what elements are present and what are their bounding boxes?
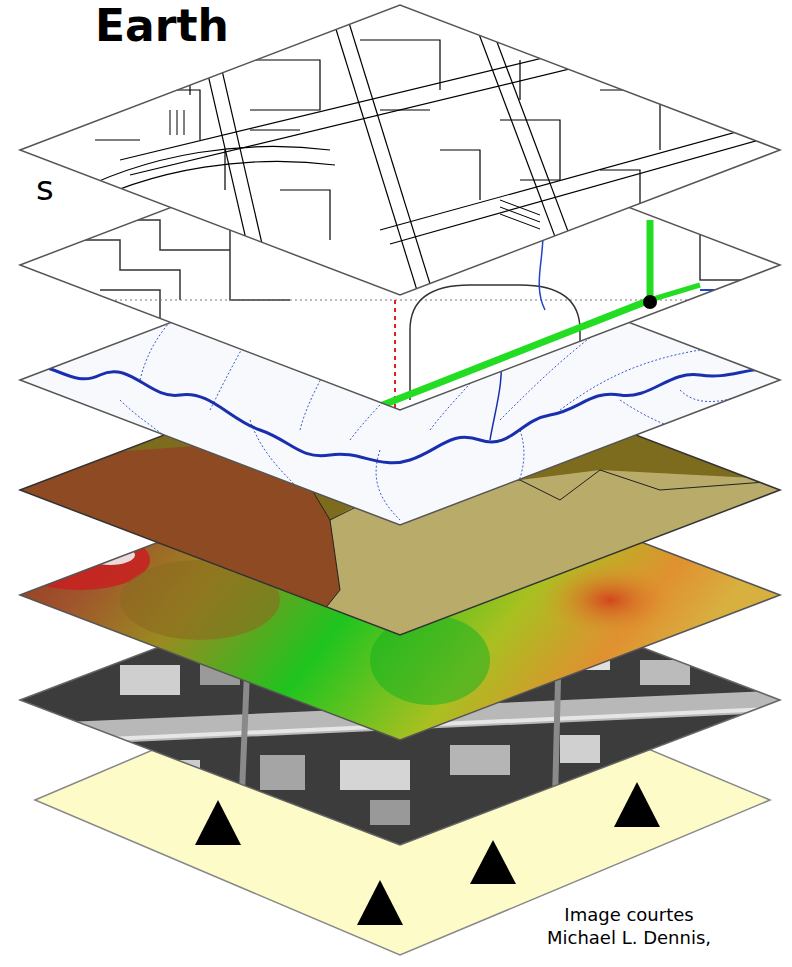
map-path: [680, 59, 730, 60]
map-path: [560, 350, 700, 410]
map-line: [647, 220, 654, 300]
map-rect: [150, 760, 200, 788]
map-line: [500, 200, 540, 215]
map-rect: [260, 755, 305, 790]
map-rect: [640, 660, 690, 685]
map-rect: [340, 760, 410, 790]
map-path: [130, 35, 710, 175]
map-polygon: [195, 800, 241, 845]
map-line: [370, 300, 650, 410]
map-path: [224, 150, 225, 190]
map-path: [60, 147, 330, 200]
map-ellipse: [85, 545, 135, 565]
map-path: [390, 134, 780, 244]
map-path: [120, 400, 180, 450]
map-path: [500, 430, 524, 510]
map-path: [280, 190, 330, 240]
map-line: [500, 214, 540, 229]
cut-off-label: s: [36, 168, 54, 208]
map-polygon: [614, 782, 660, 827]
map-line: [170, 110, 171, 135]
map-path: [330, 10, 420, 300]
map-path: [60, 220, 230, 250]
map-path: [240, 60, 320, 110]
map-title: Earth: [95, 0, 229, 52]
map-path: [440, 150, 480, 200]
map-ellipse: [10, 530, 150, 590]
map-polygon: [357, 880, 403, 925]
map-path: [720, 229, 780, 231]
map-path: [360, 40, 440, 90]
map-path: [470, 10, 560, 250]
image-credit: Image courtes Michael L. Dennis,: [528, 903, 730, 949]
map-circle: [643, 295, 657, 309]
map-rect: [560, 735, 600, 763]
map-g: [170, 110, 540, 229]
map-path: [600, 90, 660, 150]
map-path: [215, 40, 275, 300]
map-line: [700, 289, 760, 291]
map-g: [60, 10, 780, 300]
map-path: [250, 129, 300, 130]
map-path: [345, 10, 435, 300]
map-rect: [120, 665, 180, 695]
map-path: [70, 161, 335, 212]
map-path: [519, 60, 520, 100]
map-path: [95, 139, 140, 140]
map-rect: [450, 745, 510, 775]
map-path: [200, 40, 260, 300]
map-rect: [370, 800, 410, 825]
map-path: [500, 120, 560, 180]
map-line: [184, 110, 185, 135]
map-line: [500, 207, 540, 222]
map-path: [380, 109, 430, 110]
map-path: [160, 60, 190, 95]
map-path: [620, 400, 720, 433]
map-path: [30, 240, 180, 300]
map-path: [600, 170, 640, 210]
map-line: [177, 110, 178, 135]
map-path: [380, 120, 780, 230]
map-polygon: [470, 840, 516, 884]
map-line: [394, 300, 396, 410]
map-path: [700, 200, 780, 280]
